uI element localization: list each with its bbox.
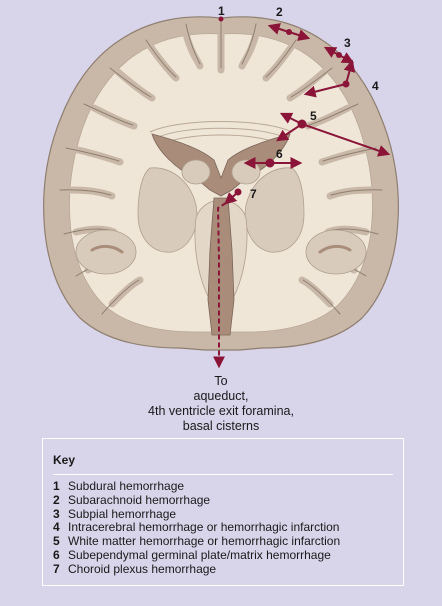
key-divider bbox=[53, 474, 393, 475]
arrow-5-right bbox=[301, 123, 391, 157]
label-4: 4 bbox=[372, 79, 379, 93]
caption-line: basal cisterns bbox=[182, 419, 260, 433]
temporal-horn-right bbox=[318, 244, 352, 254]
key-item: 1 Subdural hemorrhage bbox=[53, 479, 340, 494]
basal-ganglia-left bbox=[137, 167, 198, 253]
caption-line: 4th ventricle exit foramina, bbox=[148, 404, 294, 418]
key-item: 3 Subpial hemorrhage bbox=[53, 506, 340, 522]
brain-coronal-section-diagram: 1 2 3 4 5 6 7 bbox=[43, 4, 399, 369]
key-item-text: Intracerebral hemorrhage or hemorrhagic … bbox=[68, 520, 340, 535]
key-item-number: 7 bbox=[53, 561, 60, 576]
key-title: Key bbox=[53, 453, 76, 467]
site-7-marker bbox=[234, 188, 242, 196]
label-6: 6 bbox=[276, 147, 283, 161]
label-7: 7 bbox=[250, 187, 257, 201]
caudate-left bbox=[181, 159, 211, 185]
key-item-text: Choroid plexus hemorrhage bbox=[68, 561, 217, 576]
key-item-text: Subdural hemorrhage bbox=[68, 479, 185, 493]
key-item: 6 Subependymal germinal plate/matrix hemo… bbox=[53, 547, 340, 563]
key-item-text: Subpial hemorrhage bbox=[68, 506, 177, 521]
key-item-number: 6 bbox=[53, 547, 60, 562]
caption-line: aqueduct, bbox=[193, 389, 249, 403]
temporal-lobe-left bbox=[75, 229, 137, 275]
temporal-horn-left bbox=[90, 244, 124, 254]
key-item-text: Subependymal germinal plate/matrix hemor… bbox=[68, 547, 331, 562]
site-2-marker bbox=[286, 29, 292, 35]
label-5: 5 bbox=[310, 109, 317, 123]
key-item-text: White matter hemorrhage or hemorrhagic i… bbox=[68, 534, 341, 549]
site-4-marker bbox=[342, 80, 350, 88]
label-3: 3 bbox=[344, 36, 351, 50]
key-item-text: Subarachnoid hemorrhage bbox=[68, 492, 211, 507]
basal-ganglia-right bbox=[244, 167, 305, 253]
key-panel: Key 1 Subdural hemorrhage 2 Subarachnoid h… bbox=[42, 438, 404, 586]
temporal-lobe-right bbox=[305, 229, 367, 275]
site-3-marker bbox=[336, 52, 342, 58]
key-item-number: 1 bbox=[53, 479, 60, 493]
label-2: 2 bbox=[276, 5, 283, 19]
csf-flow-caption: To aqueduct, 4th ventricle exit foramina… bbox=[121, 374, 321, 434]
hemorrhage-arrows bbox=[213, 16, 391, 369]
site-6-marker bbox=[265, 158, 275, 168]
key-item: 2 Subarachnoid hemorrhage bbox=[53, 492, 340, 508]
key-item-number: 3 bbox=[53, 506, 60, 521]
key-item-number: 2 bbox=[53, 492, 60, 507]
label-1: 1 bbox=[218, 4, 225, 18]
arrow-4-up bbox=[343, 59, 356, 85]
key-item-number: 4 bbox=[53, 520, 60, 535]
third-ventricle bbox=[207, 197, 235, 336]
caption-line: To bbox=[214, 374, 228, 388]
site-1-marker bbox=[218, 16, 224, 22]
key-item: 7 Choroid plexus hemorrhage bbox=[53, 561, 340, 577]
key-item: 5 White matter hemorrhage or hemorrhagic … bbox=[53, 534, 341, 549]
key-item-number: 5 bbox=[53, 534, 60, 549]
arrow-5-down bbox=[276, 123, 303, 142]
key-list: 1 Subdural hemorrhage 2 Subarachnoid hemor… bbox=[53, 479, 341, 577]
key-item: 4 Intracerebral hemorrhage or hemorrhagic… bbox=[53, 521, 340, 535]
arrow-4-left bbox=[303, 83, 347, 98]
csf-flow-dashed-arrow bbox=[213, 202, 227, 369]
site-5-marker bbox=[297, 119, 307, 129]
